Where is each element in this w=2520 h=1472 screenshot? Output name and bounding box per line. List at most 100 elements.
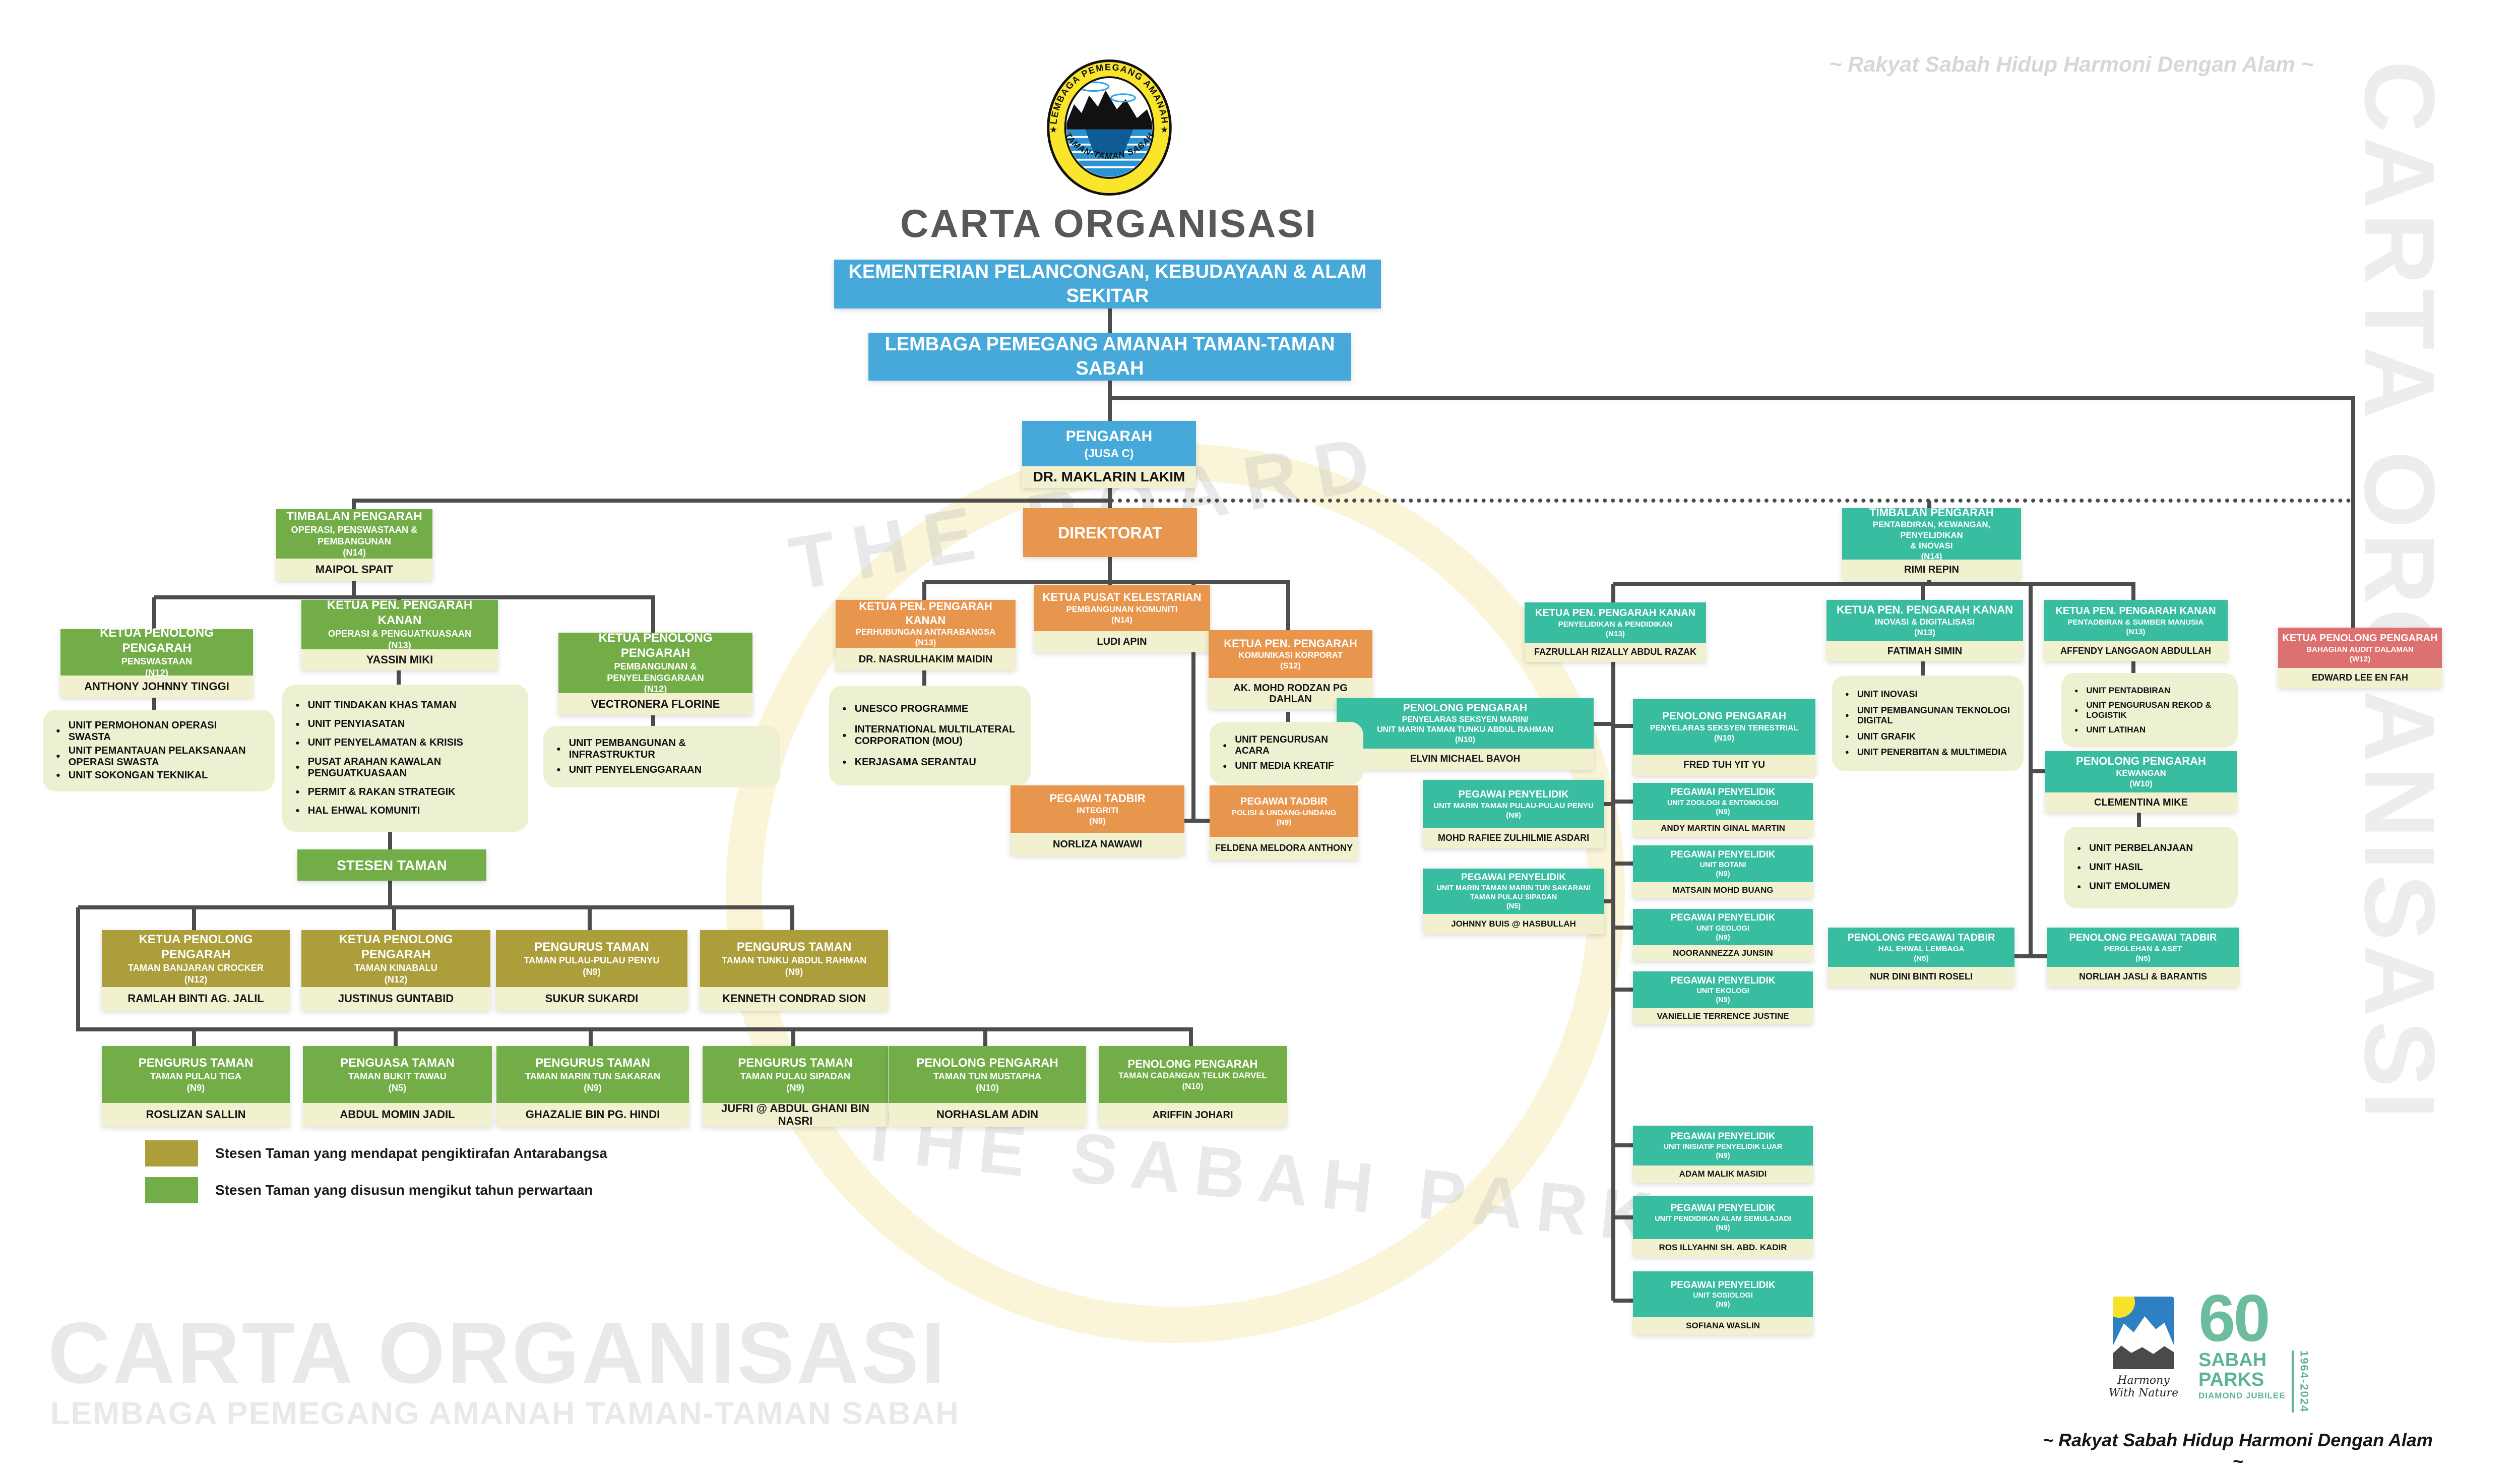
- bullet-icon: ●: [1845, 690, 1849, 698]
- node-title-line: (N9): [1276, 818, 1292, 827]
- connector-line: [352, 581, 356, 599]
- node-title-line: PEGAWAI PENYELIDIK: [1670, 912, 1776, 924]
- unit-item: ●PUSAT ARAHAN KAWALAN PENGUATKUASAAN: [295, 756, 515, 779]
- panel-pembangunan: ●UNIT PEMBANGUNAN & INFRASTRUKTUR●UNIT P…: [543, 726, 780, 787]
- unit-item-label: UNIT PEMBANGUNAN & INFRASTRUKTUR: [569, 738, 686, 760]
- node-title-line: KETUA PEN. PENGARAH KANAN: [327, 598, 473, 628]
- node-title-line: INTEGRITI: [1077, 805, 1118, 815]
- legend: Stesen Taman yang mendapat pengiktirafan…: [145, 1140, 607, 1203]
- node-title-line: (N14): [1921, 551, 1942, 561]
- legend-swatch: [145, 1177, 198, 1203]
- node-title-line: TIMBALAN PENGARAH: [286, 509, 422, 523]
- marin-tun-sakaran-sipadan-name-plate: JOHNNY BUIS @ HASBULLAH: [1423, 914, 1604, 934]
- node-person-name: EDWARD LEE EN FAH: [2311, 672, 2408, 683]
- unit-item: ●UNIT PENERBITAN & MULTIMEDIA: [1845, 747, 2010, 758]
- connector-line: [922, 670, 926, 687]
- node-title-line: UNIT MARIN TAMAN TUNKU ABDUL RAHMAN: [1377, 725, 1553, 734]
- bullet-icon: ●: [56, 771, 60, 780]
- unit-item: ●INTERNATIONAL MULTILATERAL CORPORATION …: [842, 724, 1018, 747]
- kpp-pembangunan-name-plate: VECTRONERA FLORINE: [558, 693, 752, 715]
- node-title-line: (N5): [388, 1082, 407, 1093]
- node-title-line: (N12): [145, 667, 168, 678]
- connector-line: [1611, 662, 1615, 1301]
- node-title-line: PENGARAH: [1065, 428, 1153, 445]
- unit-item: ●UNIT TINDAKAN KHAS TAMAN: [295, 700, 515, 711]
- connector-line: [2351, 396, 2355, 628]
- connector-line: [1613, 724, 1635, 728]
- node-title-line: (JUSA C): [1084, 446, 1134, 460]
- bullet-icon: ●: [56, 752, 60, 761]
- node-title-line: PENTADBIRAN & SUMBER MANUSIA: [2067, 618, 2204, 627]
- direktorat-box: DIREKTORAT: [1023, 508, 1197, 557]
- node-title-line: PENOLONG PENGARAH: [1662, 710, 1787, 722]
- node-title-line: PENOLONG PENGARAH: [1127, 1057, 1258, 1070]
- connector-line: [1921, 584, 1925, 601]
- connector-line: [1921, 661, 1925, 677]
- page-title: CARTA ORGANISASI: [900, 201, 1317, 246]
- node-title-line: PENGURUS TAMAN: [535, 1056, 650, 1070]
- kpp-penswastaan-name-plate: ANTHONY JOHNNY TINGGI: [60, 676, 253, 698]
- taman-tun-mustapha-name-plate: NORHASLAM ADIN: [889, 1103, 1086, 1127]
- unit-item-label: UNIT PENERBITAN & MULTIMEDIA: [1857, 747, 2007, 758]
- node-person-name: SOFIANA WASLIN: [1686, 1321, 1760, 1331]
- panel-penswastaan: ●UNIT PERMOHONAN OPERASI SWASTA●UNIT PEM…: [43, 710, 275, 791]
- node-title-line: TAMAN BANJARAN CROCKER: [128, 962, 264, 973]
- node-person-name: KENNETH CONDRAD SION: [722, 992, 866, 1005]
- node-person-name: NORLIAH JASLI & BARANTIS: [2078, 971, 2207, 982]
- connector-line: [1286, 712, 1290, 723]
- node-title-line: KETUA PEN. PENGARAH KANAN: [2055, 605, 2216, 617]
- node-title-line: TAMAN KINABALU: [354, 962, 437, 973]
- node-title-line: UNIT GEOLOGI: [1696, 924, 1750, 933]
- bullet-icon: ●: [2074, 706, 2078, 714]
- bullet-icon: ●: [1223, 741, 1227, 749]
- bullet-icon: ●: [2074, 687, 2078, 695]
- node-title-line: (N9): [583, 966, 601, 977]
- node-title-line: (N13): [1914, 627, 1935, 637]
- node-title-line: (N9): [786, 1082, 804, 1093]
- bottom-motto: ~ Rakyat Sabah Hidup Harmoni Dengan Alam…: [2043, 1430, 2433, 1471]
- panel-komunikasi: ●UNIT PENGURUSAN ACARA●UNIT MEDIA KREATI…: [1210, 722, 1363, 784]
- unit-item-label: UNIT PEMBANGUNAN TEKNOLOGI DIGITAL: [1857, 705, 2010, 726]
- node-title-line: (N13): [388, 640, 411, 650]
- unit-item-label: PUSAT ARAHAN KAWALAN PENGUATKUASAAN: [307, 756, 442, 779]
- node-person-name: NOORANNEZZA JUNSIN: [1673, 948, 1773, 958]
- node-title-line: PENYELARAS SEKSYEN MARIN/: [1402, 715, 1529, 724]
- unit-item-label: UNIT LATIHAN: [2086, 725, 2146, 734]
- emblem-star-right: ★: [1160, 125, 1168, 135]
- bullet-icon: ●: [842, 731, 847, 740]
- node-title-line: (N9): [186, 1082, 205, 1093]
- node-title-line: (N5): [1914, 954, 1929, 963]
- unit-item: ●UNIT PENYELENGGARAAN: [556, 764, 767, 776]
- node-person-name: NUR DINI BINTI ROSELI: [1869, 971, 1973, 982]
- unit-item: ●UNIT SOKONGAN TEKNIKAL: [56, 770, 262, 781]
- connector-line: [588, 907, 592, 931]
- node-title-line: (N5): [2135, 954, 2151, 963]
- node-title-line: PENTABDIRAN, KEWANGAN, PENYELIDIKAN: [1872, 519, 1991, 540]
- node-person-name: FATIMAH SIMIN: [1887, 646, 1963, 657]
- connector-line: [76, 907, 80, 1030]
- taman-pulau-pulau-penyu-name-plate: SUKUR SUKARDI: [496, 987, 687, 1011]
- panel-kewangan: ●UNIT PERBELANJAAN●UNIT HASIL●UNIT EMOLU…: [2064, 827, 2238, 908]
- unit-item: ●HAL EHWAL KOMUNITI: [295, 805, 515, 817]
- unit-item-label: UNIT PENYIASATAN: [307, 718, 405, 730]
- unit-item: ●UNIT PENGURUSAN REKOD & LOGISTIK: [2074, 700, 2225, 720]
